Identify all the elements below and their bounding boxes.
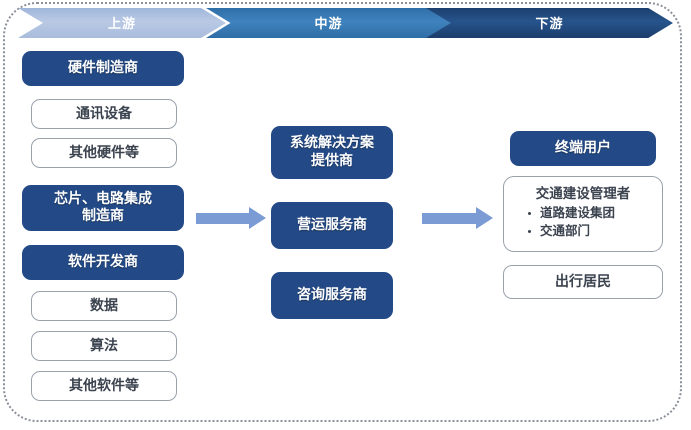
upstream-hardware-item-0: 通讯设备 (31, 99, 177, 129)
upstream-software-header-label: 软件开发商 (68, 253, 138, 270)
upstream-hardware-item-1-label: 其他硬件等 (69, 144, 139, 161)
upstream-hardware-item-0-label: 通讯设备 (76, 105, 132, 122)
upstream-software-item-2-label: 其他软件等 (69, 377, 139, 394)
midstream-box-0-line1: 系统解决方案 (290, 135, 374, 151)
value-chain-banner: 上游 中游 下游 (18, 8, 673, 38)
midstream-box-2: 咨询服务商 (271, 272, 393, 319)
upstream-hardware-header-label: 硬件制造商 (68, 59, 138, 76)
banner-segment-downstream-label: 下游 (535, 16, 564, 32)
downstream-user-group-bullet-1-label: 交通部门 (540, 223, 591, 239)
midstream-box-2-line1: 咨询服务商 (297, 286, 367, 303)
downstream-user-group-bullet-0-label: 道路建设集团 (540, 205, 616, 220)
banner-segment-upstream: 上游 (18, 8, 226, 38)
upstream-software-item-0: 数据 (31, 291, 177, 321)
upstream-software-item-1-label: 算法 (90, 337, 118, 354)
upstream-software-item-0-label: 数据 (90, 297, 118, 314)
arrow-midstream-to-downstream (422, 207, 494, 229)
banner-segment-midstream-label: 中游 (314, 16, 343, 32)
upstream-chip-header-line2: 制造商 (82, 208, 124, 224)
downstream-resident: 出行居民 (503, 265, 663, 299)
banner-segment-midstream: 中游 (206, 8, 451, 38)
bullet-dot-icon (528, 211, 531, 215)
downstream-user-group-title: 交通建设管理者 (535, 186, 631, 202)
downstream-user-group-bullet-1: 交通部门 (504, 222, 662, 240)
bullet-dot-icon (528, 229, 531, 233)
midstream-box-1-line1: 营运服务商 (297, 216, 367, 233)
banner-segment-downstream: 下游 (426, 8, 673, 38)
upstream-chip-header: 芯片、电路集成 制造商 (22, 185, 184, 231)
midstream-box-0: 系统解决方案 提供商 (271, 126, 393, 179)
upstream-hardware-item-1: 其他硬件等 (31, 138, 177, 168)
downstream-resident-label: 出行居民 (555, 273, 611, 290)
upstream-software-item-1: 算法 (31, 331, 177, 361)
midstream-box-1: 营运服务商 (271, 202, 393, 249)
banner-segment-upstream-label: 上游 (107, 16, 136, 32)
downstream-header: 终端用户 (510, 131, 656, 166)
midstream-box-0-line2: 提供商 (311, 152, 353, 169)
arrow-upstream-to-midstream (196, 207, 266, 229)
upstream-software-item-2: 其他软件等 (31, 371, 177, 401)
upstream-hardware-header: 硬件制造商 (22, 51, 184, 86)
upstream-chip-header-line1: 芯片、电路集成 (54, 190, 152, 207)
upstream-software-header: 软件开发商 (22, 245, 184, 280)
downstream-header-label: 终端用户 (555, 139, 611, 156)
downstream-user-group-bullet-0: 道路建设集团 (504, 204, 662, 222)
downstream-user-group: 交通建设管理者 道路建设集团 交通部门 (503, 176, 663, 252)
